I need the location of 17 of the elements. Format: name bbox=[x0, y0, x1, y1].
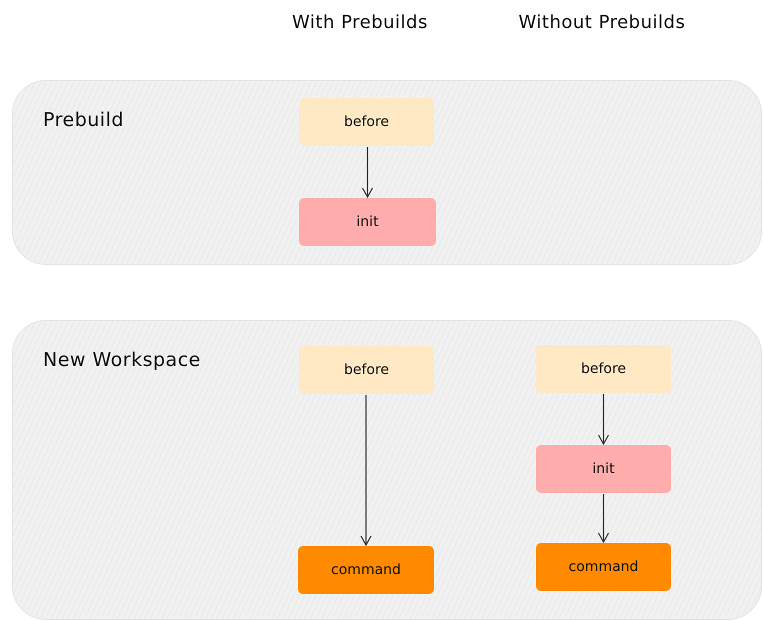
column-heading: With Prebuilds bbox=[292, 12, 428, 32]
column-heading: Without Prebuilds bbox=[518, 12, 686, 32]
step-box: before bbox=[299, 346, 434, 394]
step-box: before bbox=[299, 98, 434, 146]
step-box: before bbox=[536, 345, 671, 393]
group-panel bbox=[12, 80, 762, 265]
step-box: init bbox=[299, 198, 436, 246]
arrow bbox=[360, 395, 372, 546]
group-panel bbox=[12, 320, 762, 620]
group-heading: Prebuild bbox=[43, 109, 124, 131]
arrow bbox=[598, 394, 610, 445]
step-box: command bbox=[298, 546, 434, 594]
arrow bbox=[598, 494, 610, 543]
arrow bbox=[362, 147, 374, 198]
step-box: init bbox=[536, 445, 671, 493]
step-box: command bbox=[536, 543, 671, 591]
group-heading: New Workspace bbox=[43, 349, 201, 371]
